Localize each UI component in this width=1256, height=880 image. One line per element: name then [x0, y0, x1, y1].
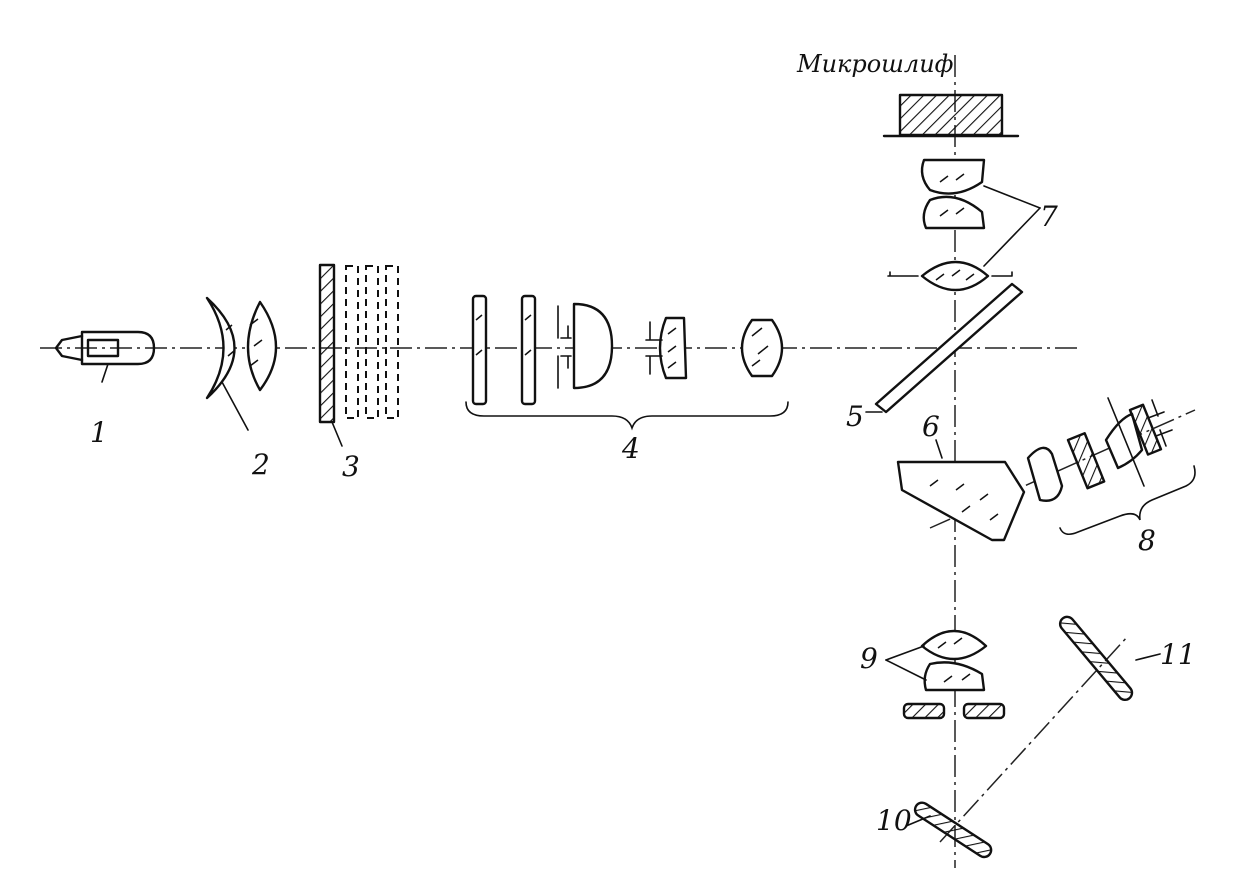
mirror-axis [939, 635, 1129, 843]
label-4: 4 [621, 432, 640, 465]
labels: Микрошлиф 1 2 3 4 5 6 7 8 9 10 11 [90, 50, 1196, 837]
label-1: 1 [90, 416, 108, 449]
label-5: 5 [846, 400, 864, 433]
label-8: 8 [1138, 524, 1156, 557]
prism [896, 439, 1026, 542]
eyepiece-group [1026, 397, 1196, 536]
beam-splitter-plate [865, 282, 1024, 414]
collector-lens [205, 296, 278, 431]
label-10: 10 [876, 804, 912, 837]
label-2: 2 [251, 448, 270, 481]
label-11: 11 [1160, 638, 1196, 671]
label-9: 9 [860, 642, 878, 675]
mirror-10 [905, 801, 993, 859]
label-6: 6 [922, 410, 940, 443]
specimen [882, 93, 1020, 138]
ocular-lenses [885, 629, 1006, 720]
label-7: 7 [1040, 200, 1058, 233]
filters [318, 263, 399, 447]
label-specimen: Микрошлиф [796, 50, 953, 78]
objective [887, 158, 1041, 292]
mirror-11 [1058, 615, 1161, 702]
label-3: 3 [342, 450, 360, 483]
optical-axes [40, 55, 1196, 868]
illuminator-optics [465, 294, 789, 431]
lamp [54, 330, 156, 383]
